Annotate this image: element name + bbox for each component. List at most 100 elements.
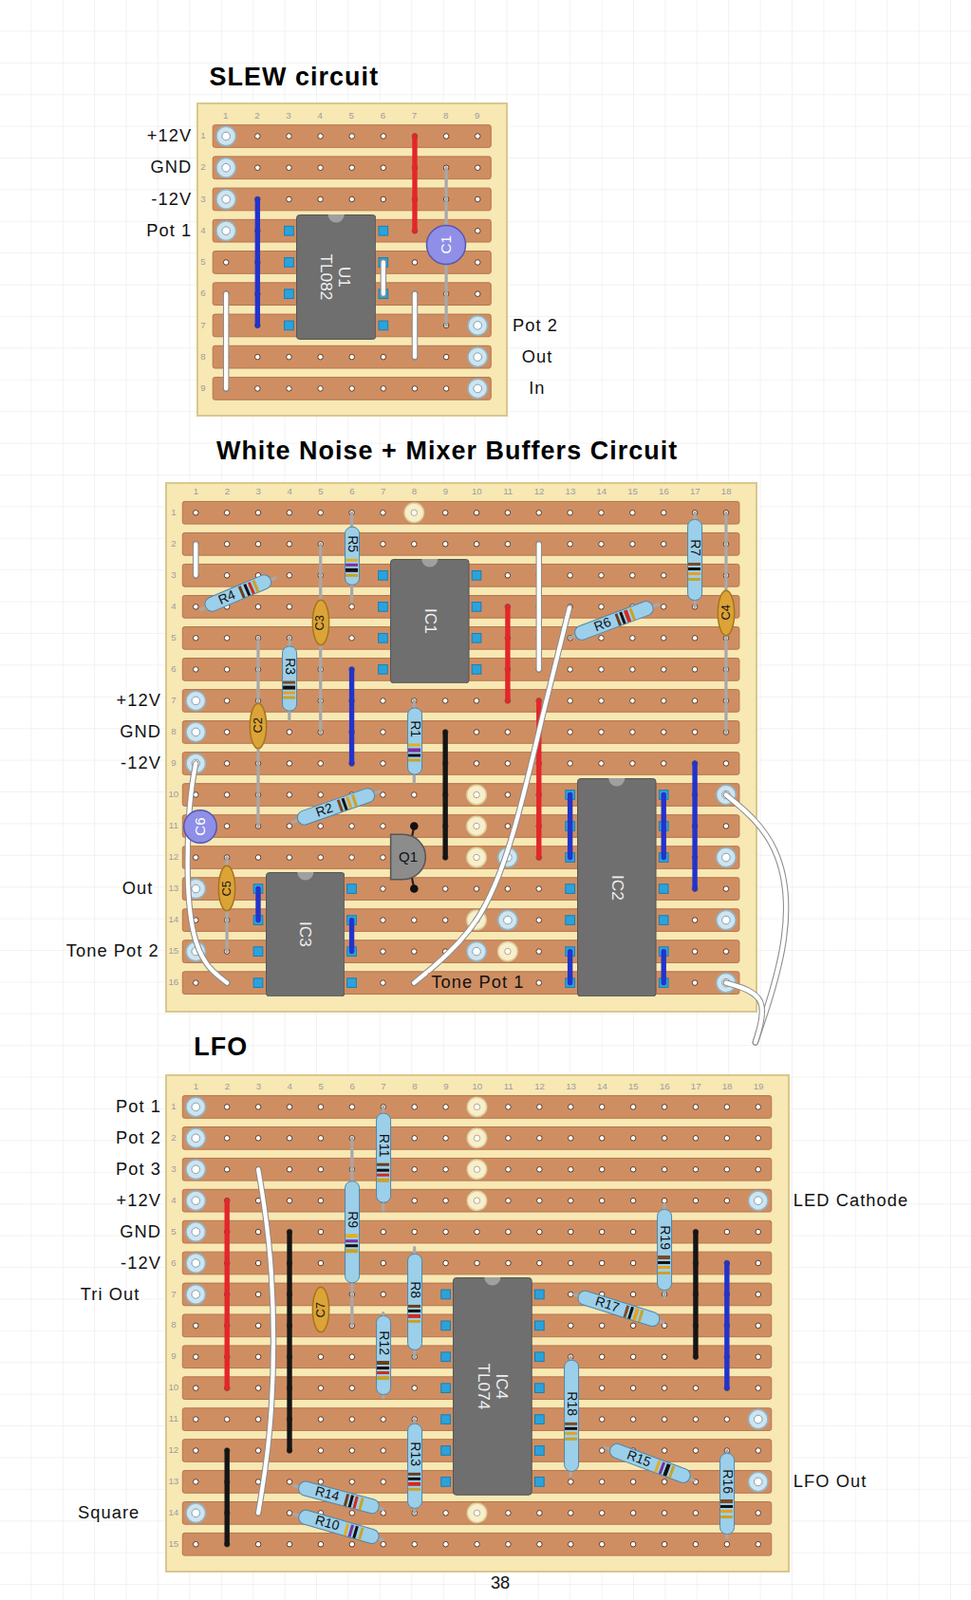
ic-notch — [327, 214, 344, 224]
terminal-pad — [216, 221, 236, 241]
jumper-wire — [411, 293, 416, 356]
hole — [256, 1260, 262, 1267]
hole — [224, 572, 231, 579]
label-box: Pot 3 — [115, 1159, 162, 1179]
column-number: 9 — [443, 486, 449, 498]
label-box: -12V — [120, 753, 162, 773]
row-number: 3 — [200, 193, 206, 205]
hole — [380, 791, 387, 798]
label-rotator: C2 — [251, 717, 265, 733]
hole — [599, 1478, 606, 1485]
hole — [380, 886, 387, 893]
row-number: 13 — [168, 883, 179, 895]
ic-pin — [283, 225, 294, 236]
row-number: 8 — [170, 727, 176, 738]
label-box: 2 — [224, 1081, 230, 1092]
hole — [692, 1416, 699, 1422]
terminal-label: Tone Pot 2 — [66, 941, 160, 961]
hole — [661, 1103, 668, 1110]
color-band — [689, 577, 702, 580]
hole — [692, 728, 699, 735]
holes — [193, 1103, 762, 1547]
column-number: 3 — [285, 110, 291, 121]
label-box: 14 — [168, 914, 179, 926]
label-box: +12V — [147, 126, 192, 146]
hole — [599, 1229, 606, 1235]
terminal-pad — [716, 847, 736, 867]
terminal-pad — [466, 941, 486, 961]
terminal-pad-hole — [221, 131, 230, 141]
column-number: 18 — [722, 1081, 733, 1092]
hole — [473, 697, 480, 704]
hole — [755, 1229, 762, 1235]
terminal-pad — [186, 1097, 206, 1117]
hole — [537, 1197, 543, 1204]
hole — [380, 1291, 387, 1298]
color-band — [564, 1432, 578, 1436]
column-number: 2 — [224, 486, 230, 498]
hole — [599, 1197, 606, 1204]
hole — [692, 1166, 699, 1173]
column-number: 7 — [411, 110, 417, 121]
terminal-label: GND — [119, 722, 162, 742]
label-box: 2 — [254, 110, 260, 121]
column-number: 13 — [565, 486, 577, 498]
hole — [317, 1478, 324, 1485]
hole — [443, 132, 449, 139]
hole — [380, 949, 387, 955]
column-number: 2 — [224, 1081, 230, 1092]
color-bands — [614, 608, 636, 627]
hole — [630, 509, 636, 516]
color-bands — [689, 561, 702, 580]
hole — [505, 1103, 512, 1110]
hole — [380, 728, 387, 735]
hole — [755, 1354, 762, 1361]
hole — [755, 1447, 762, 1454]
hole — [348, 132, 355, 139]
label-box: 14 — [596, 486, 607, 498]
hole — [598, 728, 605, 735]
row-number: 4 — [170, 601, 176, 613]
hole — [256, 1135, 262, 1141]
label-box: 12 — [534, 1081, 545, 1092]
hole — [256, 1447, 262, 1454]
track-cut-hole — [474, 1197, 481, 1204]
hole — [317, 196, 323, 203]
copper-strip — [183, 689, 741, 712]
hole — [630, 572, 636, 579]
hole — [692, 949, 699, 955]
hole — [224, 728, 231, 735]
label-box: 6 — [170, 1257, 176, 1269]
wire-outline — [726, 794, 786, 1043]
column-number: 19 — [753, 1081, 765, 1092]
hole — [411, 1103, 418, 1110]
hole — [380, 541, 387, 547]
hole — [631, 1229, 637, 1235]
hole — [661, 1541, 668, 1548]
terminal-label: Out — [522, 347, 554, 367]
hole — [537, 1229, 543, 1235]
capacitor-body — [250, 703, 267, 748]
terminal-pad — [216, 126, 236, 146]
hole — [567, 760, 574, 766]
label-box: 4 — [170, 1195, 176, 1206]
hole — [473, 760, 480, 766]
hole — [473, 728, 480, 735]
transistor-body — [391, 835, 427, 880]
label-box: 8 — [170, 1320, 176, 1331]
hole — [317, 1197, 324, 1204]
row-number: 11 — [168, 1414, 179, 1425]
label-box: 16 — [658, 486, 670, 498]
hole — [474, 1166, 481, 1173]
hole — [411, 1166, 418, 1173]
hole — [474, 290, 481, 297]
ic-pin — [441, 1445, 451, 1456]
ic-pin — [441, 1476, 451, 1487]
hole — [598, 509, 605, 516]
hole — [193, 1354, 200, 1361]
ic-pin — [441, 1382, 451, 1393]
resistor: R1 — [406, 708, 422, 776]
hole — [755, 1291, 762, 1298]
row-number: 15 — [168, 946, 179, 957]
terminal-pad-hole — [722, 915, 731, 925]
